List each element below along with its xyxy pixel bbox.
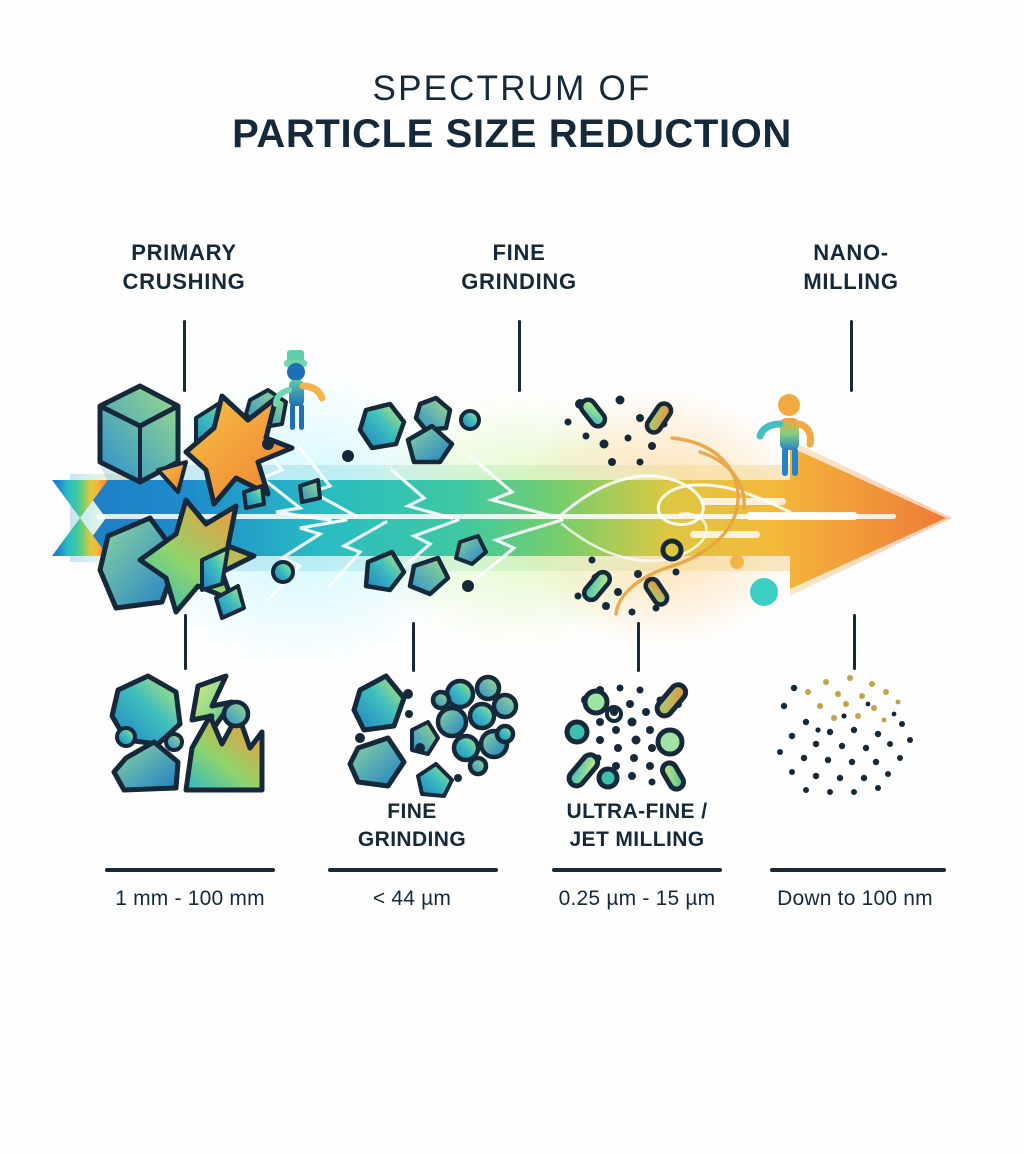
size-range-jet-milling: 0.25 µm - 15 µm	[558, 887, 716, 910]
worker-figure-icon	[273, 350, 326, 430]
tick-bottom-primary-crushing	[184, 614, 187, 670]
tick-top-primary-crushing	[183, 320, 186, 392]
spark-dot-icon	[730, 555, 744, 569]
tick-bottom-nano-milling	[853, 614, 856, 670]
tick-bottom-jet-milling	[637, 622, 640, 672]
size-range-fine-grinding: < 44 µm	[372, 887, 452, 910]
fine-grinding-detail-icon	[347, 673, 519, 798]
energy-filament-layer	[248, 430, 792, 602]
tick-top-fine-grinding	[518, 320, 521, 392]
size-range-nano-milling: Down to 100 nm	[777, 887, 933, 910]
bottom-stage-label-fine-grinding: FINE GRINDING	[357, 800, 467, 851]
jet-milling-detail-icon	[564, 682, 689, 792]
top-stage-label-primary-crushing: PRIMARY CRUSHING	[122, 240, 246, 295]
impact-burst-icon	[137, 393, 295, 615]
process-arrow-icon	[52, 440, 952, 596]
divider-rule-jet-milling	[552, 868, 722, 872]
divider-rule-primary-crushing	[105, 868, 275, 872]
engineer-figure-icon	[756, 394, 814, 476]
title-line-1: SPECTRUM OF	[372, 69, 652, 108]
tick-top-nano-milling	[850, 320, 853, 392]
coarse-fragment-group	[214, 438, 322, 620]
title-line-2: PARTICLE SIZE REDUCTION	[232, 112, 792, 157]
page-title: SPECTRUM OF PARTICLE SIZE REDUCTION	[0, 68, 1024, 160]
top-stage-label-nano-milling: NANO- MILLING	[803, 240, 899, 295]
tick-bottom-fine-grinding	[412, 622, 415, 672]
bottom-stage-label-jet-milling: ULTRA-FINE / JET MILLING	[566, 800, 708, 851]
nano-particle-cloud-icon	[777, 675, 913, 795]
divider-rule-fine-grinding	[328, 868, 498, 872]
crushing-detail-icon	[109, 673, 265, 793]
top-stage-label-fine-grinding: FINE GRINDING	[461, 240, 577, 295]
fine-shard-cluster-icon	[342, 395, 488, 597]
nano-sphere-icon	[750, 578, 778, 606]
heat-swirl-layer	[614, 436, 746, 616]
divider-rule-nano-milling	[770, 868, 946, 872]
size-range-primary-crushing: 1 mm - 100 mm	[115, 887, 265, 910]
jet-streak-icon	[578, 397, 684, 607]
